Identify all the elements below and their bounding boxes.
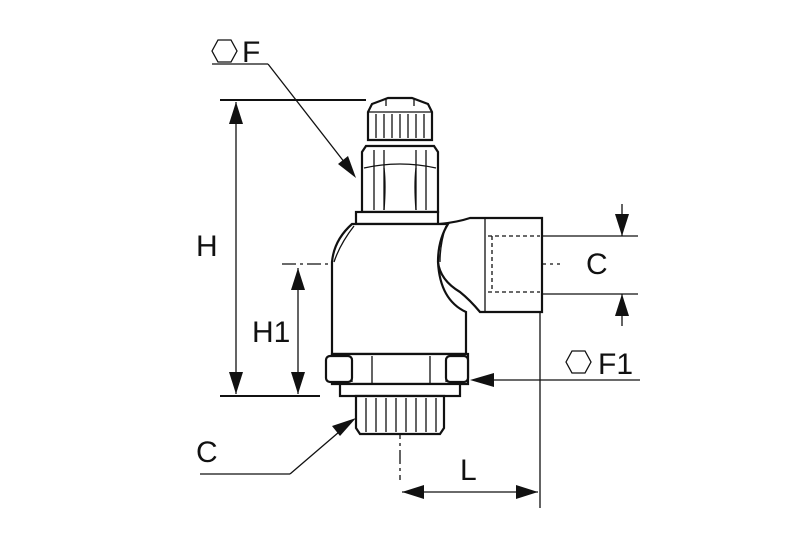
dimension-c-port (542, 204, 638, 326)
dimension-l (402, 312, 541, 508)
threaded-connector (354, 394, 446, 436)
dimension-h1 (291, 268, 305, 394)
hex-nut-f (360, 144, 440, 214)
label-f: F (242, 36, 260, 69)
hexagon-icon (565, 350, 592, 374)
leader-c-thread (200, 418, 356, 475)
label-h1: H1 (252, 316, 290, 349)
leader-f (212, 63, 356, 178)
leader-f1 (470, 373, 640, 387)
label-c-port: C (586, 248, 608, 281)
label-f1: F1 (598, 348, 633, 381)
upper-collar (354, 210, 440, 226)
label-l: L (460, 454, 477, 487)
label-c-thread: C (196, 436, 218, 469)
label-h: H (196, 230, 218, 263)
main-body (330, 222, 468, 356)
knurled-knob (366, 96, 434, 142)
side-port (436, 216, 544, 314)
hex-nut-f1 (324, 352, 470, 398)
dimension-h (220, 99, 366, 397)
hexagon-icon (211, 39, 238, 63)
